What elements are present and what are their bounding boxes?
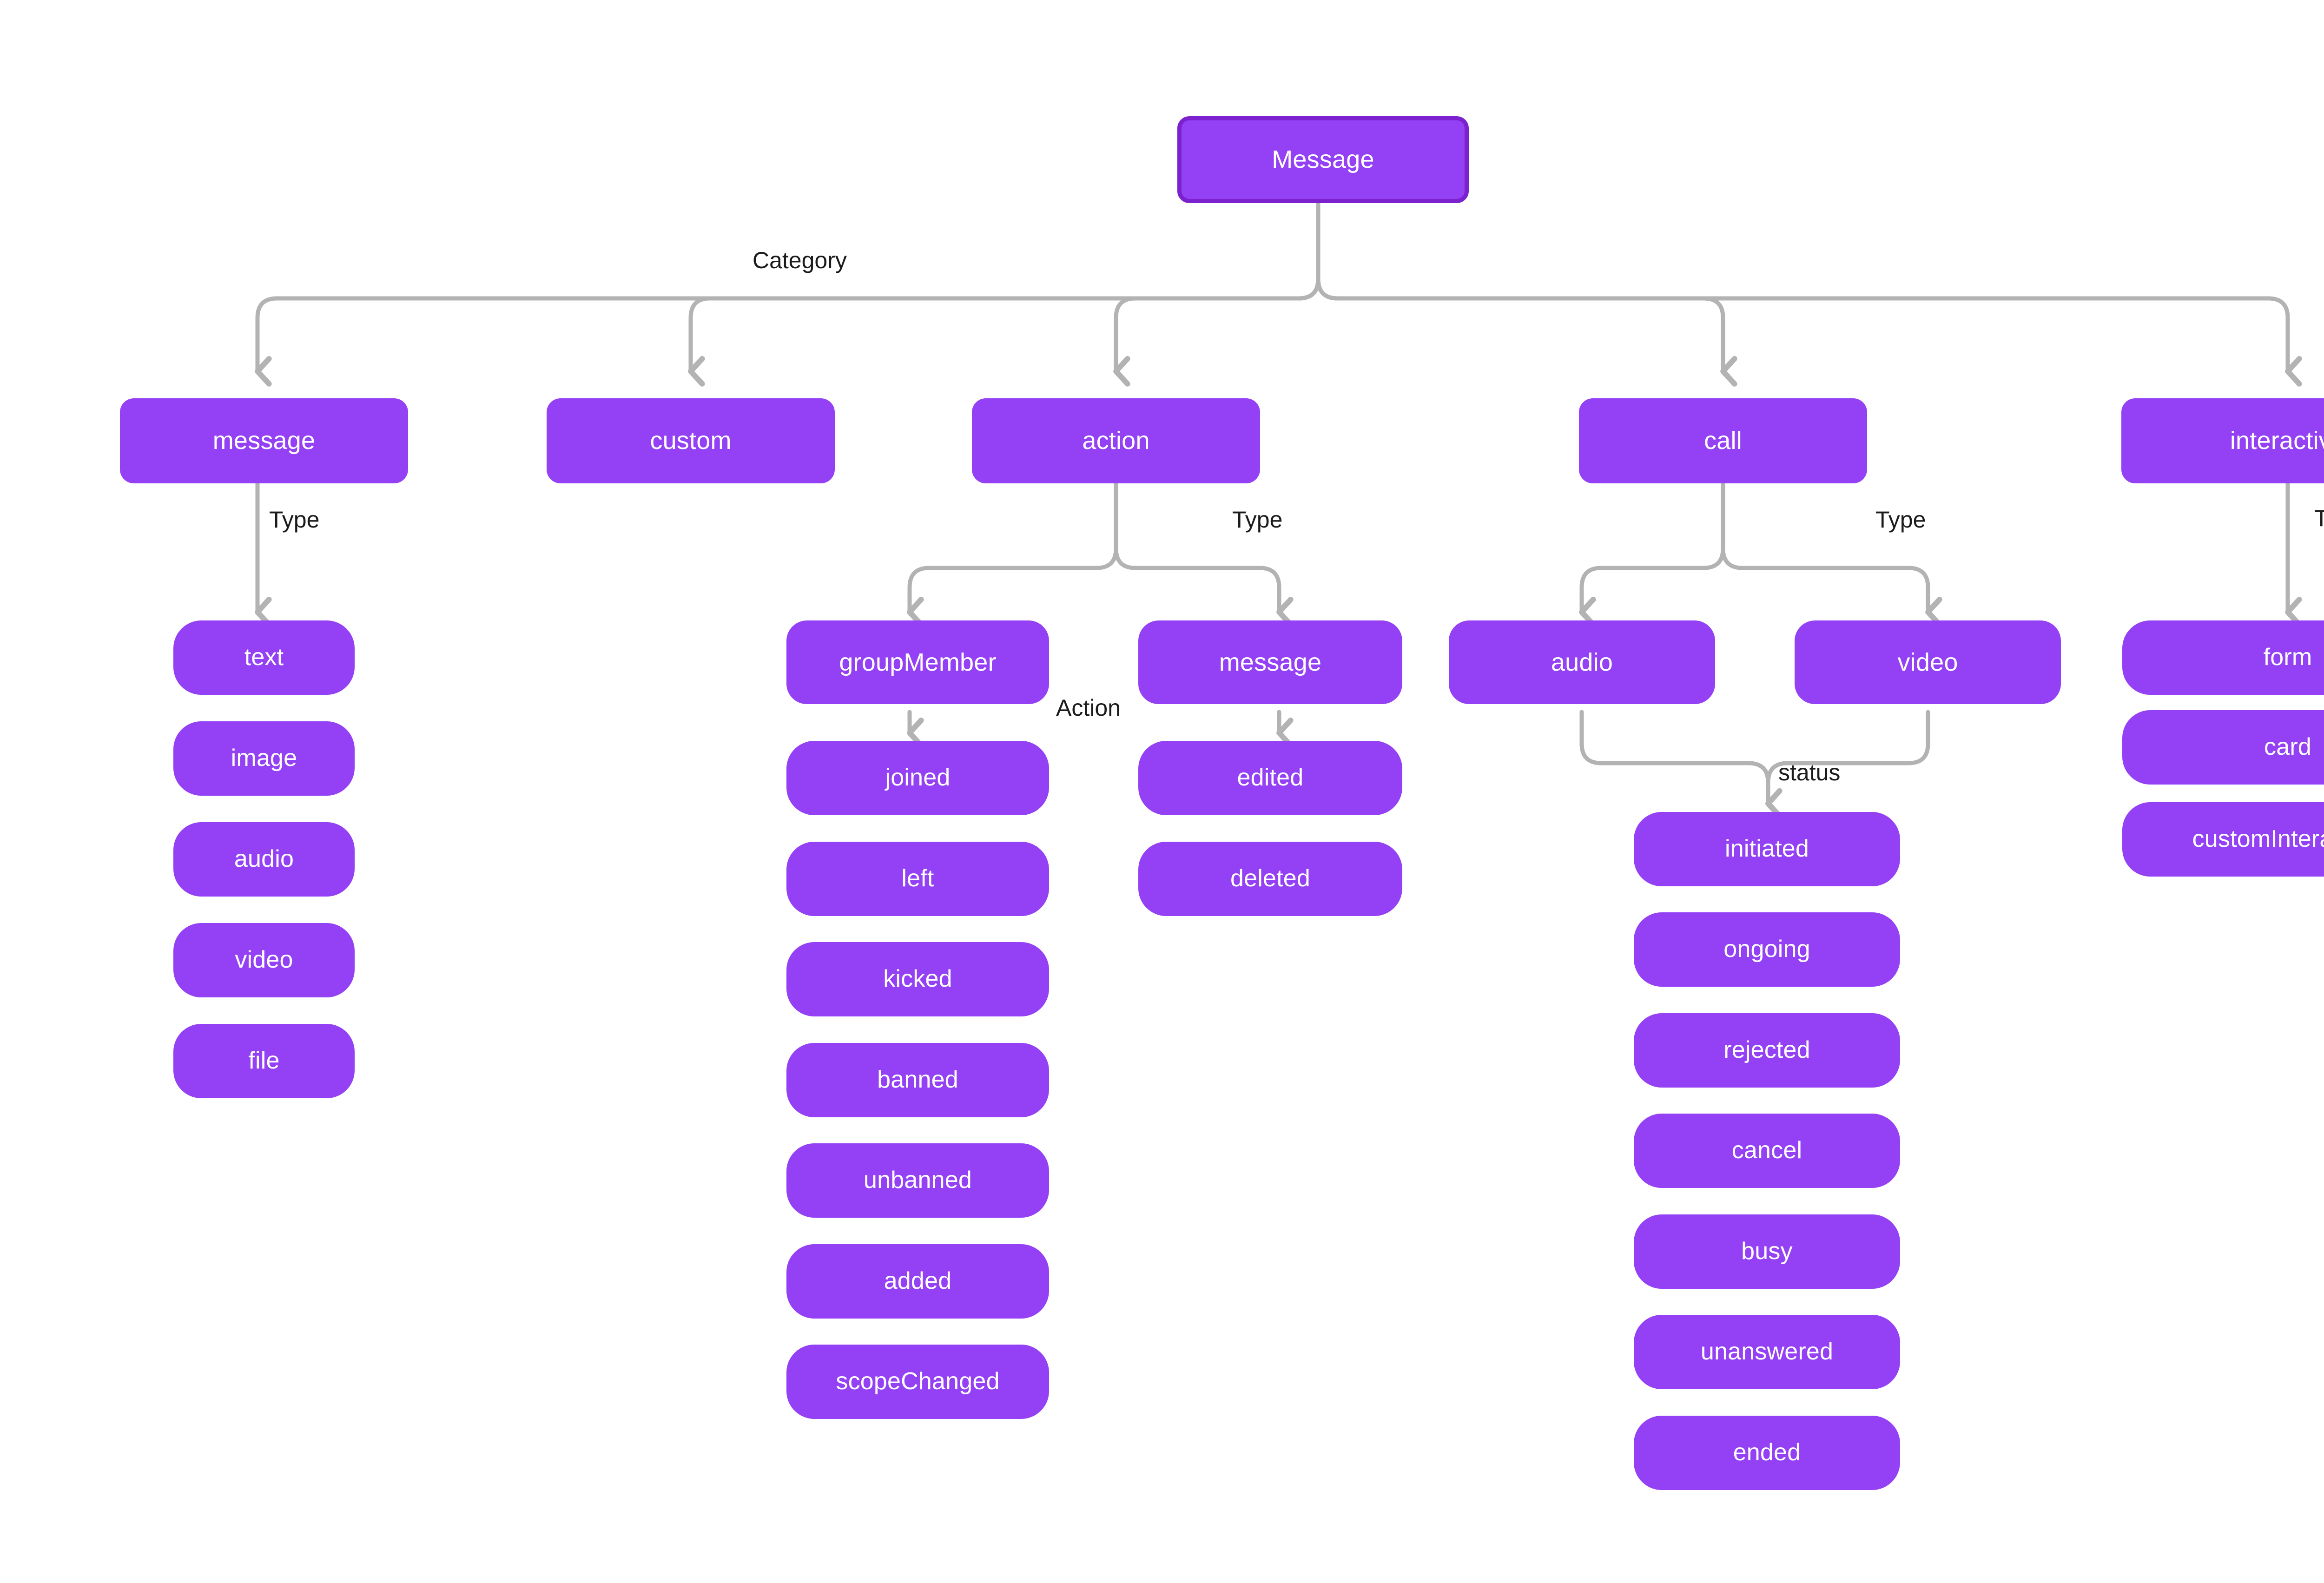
node-groupmember-action-unbanned-label: unbanned [864,1167,972,1194]
node-category-action-label: action [1082,427,1150,455]
node-groupmember-action-scopechanged[interactable]: scopeChanged [786,1345,1049,1419]
node-message-type-video[interactable]: video [173,923,355,997]
node-category-call[interactable]: call [1579,398,1867,483]
node-call-status-initiated[interactable]: initiated [1634,812,1900,886]
node-groupmember-action-unbanned[interactable]: unbanned [786,1143,1049,1218]
node-call-status-busy-label: busy [1741,1238,1793,1265]
node-groupmember-action-banned-label: banned [877,1066,958,1094]
node-groupmember-action-left-label: left [901,865,934,892]
edge-action-to-message [1114,481,1294,627]
node-call-type-video[interactable]: video [1795,620,2061,704]
node-groupmember-action-joined-label: joined [885,764,951,792]
edge-label-category: Category [753,247,847,273]
node-interactive-type-card[interactable]: card [2122,710,2324,785]
node-groupmember-action-banned[interactable]: banned [786,1043,1049,1117]
node-call-type-audio-label: audio [1551,648,1613,676]
node-message-type-image-label: image [231,745,297,772]
node-interactive-type-form-label: form [2263,644,2312,671]
node-root-message-label: Message [1272,145,1374,174]
node-interactive-type-form[interactable]: form [2122,620,2324,695]
node-groupmember-action-scopechanged-label: scopeChanged [836,1368,1000,1395]
node-call-status-ongoing[interactable]: ongoing [1634,912,1900,987]
node-interactive-type-custominteractive[interactable]: customInteractive [2122,802,2324,877]
node-message-action-edited-label: edited [1237,764,1304,792]
edge-call-to-video [1721,481,1942,627]
node-message-type-video-label: video [235,946,293,974]
node-call-status-ended-label: ended [1733,1439,1801,1466]
node-category-action[interactable]: action [972,398,1260,483]
node-groupmember-action-left[interactable]: left [786,842,1049,916]
node-groupmember-action-kicked[interactable]: kicked [786,942,1049,1016]
node-root-message[interactable]: Message [1177,116,1469,203]
node-call-status-unanswered-label: unanswered [1700,1338,1834,1365]
node-action-type-message[interactable]: message [1138,620,1402,704]
node-message-type-audio[interactable]: audio [173,822,355,897]
edge-action-to-groupmember [907,481,1118,627]
node-call-status-rejected-label: rejected [1723,1036,1810,1064]
edge-video-to-initiated [1765,710,1930,819]
node-message-type-file[interactable]: file [173,1024,355,1098]
node-category-custom[interactable]: custom [547,398,835,483]
node-message-type-file-label: file [248,1047,280,1075]
node-message-action-deleted-label: deleted [1230,865,1310,892]
edge-root-to-interactive [1316,201,2302,387]
node-message-type-text[interactable]: text [173,620,355,695]
node-call-status-busy[interactable]: busy [1634,1214,1900,1289]
node-call-status-ended[interactable]: ended [1634,1416,1900,1490]
edge-label-type-message: Type [269,507,320,533]
node-category-message[interactable]: message [120,398,408,483]
node-groupmember-action-kicked-label: kicked [883,965,952,993]
node-interactive-type-card-label: card [2264,733,2311,761]
edge-label-status: status [1778,759,1841,785]
node-call-status-cancel[interactable]: cancel [1634,1114,1900,1188]
node-message-type-text-label: text [244,644,284,671]
node-message-type-image[interactable]: image [173,721,355,796]
edge-label-action: Action [1056,695,1121,721]
edge-root-to-action [1113,201,1320,387]
node-message-type-audio-label: audio [234,845,294,873]
node-groupmember-action-joined[interactable]: joined [786,741,1049,815]
node-call-type-video-label: video [1897,648,1958,676]
node-category-interactive[interactable]: interactive [2121,398,2324,483]
node-message-action-deleted[interactable]: deleted [1138,842,1402,916]
node-call-status-unanswered[interactable]: unanswered [1634,1315,1900,1389]
edge-root-to-message [255,201,1320,387]
edge-label-type-action: Type [1232,507,1283,533]
node-category-custom-label: custom [650,427,732,455]
node-call-type-audio[interactable]: audio [1449,620,1715,704]
node-groupmember-action-added[interactable]: added [786,1244,1049,1319]
edge-call-to-audio [1579,481,1725,627]
node-groupmember-action-added-label: added [884,1267,952,1295]
node-action-type-message-label: message [1219,648,1322,676]
node-call-status-initiated-label: initiated [1724,835,1809,863]
node-action-type-groupmember-label: groupMember [839,648,997,676]
node-call-status-cancel-label: cancel [1731,1137,1802,1164]
node-call-status-ongoing-label: ongoing [1723,936,1810,963]
edge-root-to-call [1316,201,1737,387]
node-category-message-label: message [212,427,316,455]
node-category-call-label: call [1704,427,1742,455]
node-call-status-rejected[interactable]: rejected [1634,1013,1900,1088]
edge-audio-to-initiated [1579,710,1783,819]
edge-root-to-custom [688,201,1320,387]
node-action-type-groupmember[interactable]: groupMember [786,620,1049,704]
node-message-action-edited[interactable]: edited [1138,741,1402,815]
node-category-interactive-label: interactive [2230,427,2324,455]
edge-label-type-interactive: Type [2314,505,2324,531]
node-interactive-type-custominteractive-label: customInteractive [2192,825,2324,853]
edge-label-type-call: Type [1875,507,1926,533]
